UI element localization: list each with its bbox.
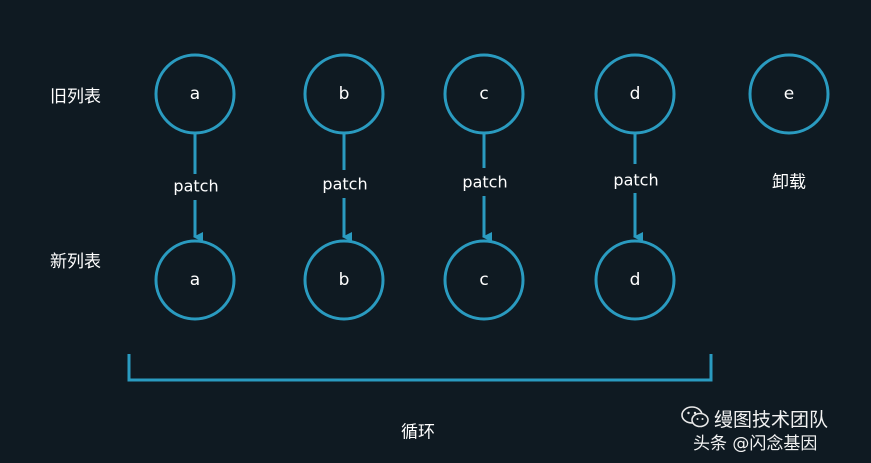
old-node-e-label: e xyxy=(783,84,795,104)
patch-label-b: patch xyxy=(322,174,368,194)
patch-label-a: patch xyxy=(173,176,219,196)
old-node-a-label: a xyxy=(189,84,201,104)
old-node-b-circle xyxy=(303,53,385,135)
patch-label-c: patch xyxy=(462,172,508,192)
new-node-b-label: b xyxy=(338,270,350,290)
new-node-a-label: a xyxy=(189,270,201,290)
new-node-d-label: d xyxy=(629,270,641,290)
wechat-icon xyxy=(681,406,709,428)
old-node-c-circle xyxy=(443,53,525,135)
loop-bracket xyxy=(127,354,713,382)
new-node-c-label: c xyxy=(479,270,489,290)
old-node-d-label: d xyxy=(629,84,641,104)
new-list-label: 新列表 xyxy=(50,252,101,272)
loop-label: 循环 xyxy=(401,422,435,443)
patch-label-d: patch xyxy=(613,170,659,190)
old-node-c-label: c xyxy=(479,84,489,104)
old-node-d-circle xyxy=(594,53,676,135)
old-node-a-circle xyxy=(154,53,236,135)
old-node-e-circle xyxy=(748,53,830,135)
watermark-handle: 头条 @闪念基因 xyxy=(693,434,818,454)
old-list-label: 旧列表 xyxy=(50,87,101,107)
watermark-team: 缦图技术团队 xyxy=(714,409,829,431)
old-node-b-label: b xyxy=(338,84,350,104)
unmount-label: 卸载 xyxy=(772,172,806,193)
